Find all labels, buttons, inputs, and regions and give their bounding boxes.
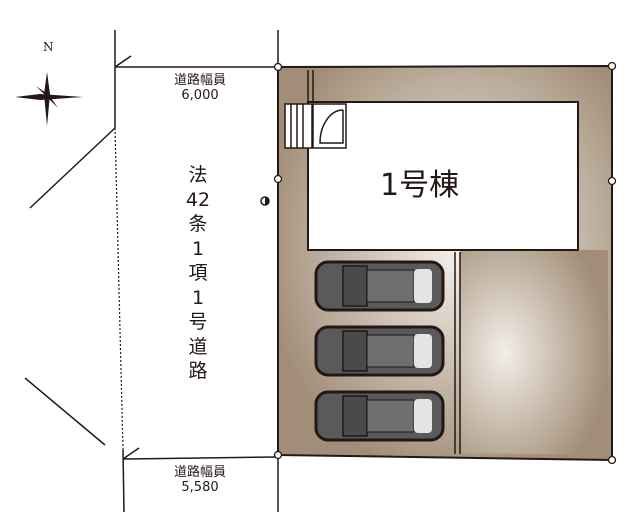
- building-label: 1号棟: [380, 168, 460, 203]
- road-type-char: 道: [188, 335, 208, 358]
- car-icon: [314, 325, 445, 377]
- road-type-char: 条: [188, 213, 208, 235]
- road-type-char: 路: [188, 360, 208, 382]
- car-icon: [314, 390, 445, 442]
- road-type-char: 項: [188, 262, 208, 284]
- road-type-char: 1: [191, 286, 205, 309]
- meter-icon: [260, 196, 270, 206]
- road-width-label: 道路幅員: [173, 465, 226, 480]
- road-type-char: 42: [185, 188, 211, 211]
- compass-label: N: [43, 40, 54, 54]
- dimension-line-bottom: [122, 456, 279, 460]
- road-type-char: 1: [191, 237, 205, 260]
- road-width-label: 道路幅員: [173, 73, 226, 88]
- road-width-value: 6,000: [181, 88, 219, 103]
- compass-icon: [15, 72, 83, 126]
- building-footprint: [307, 101, 579, 251]
- road-boundary-dotted: [114, 127, 124, 451]
- road-width-top: 道路幅員 6,000: [140, 73, 260, 103]
- stairs: [284, 103, 347, 149]
- road-width-bottom: 道路幅員 5,580: [140, 465, 260, 495]
- road-type-char: 法: [188, 164, 208, 186]
- road-type-char: 号: [188, 311, 208, 333]
- car-icon: [314, 260, 445, 312]
- road-type-label: 法 42 条 1 項 1 号 道 路: [183, 163, 213, 384]
- road-width-value: 5,580: [181, 480, 219, 495]
